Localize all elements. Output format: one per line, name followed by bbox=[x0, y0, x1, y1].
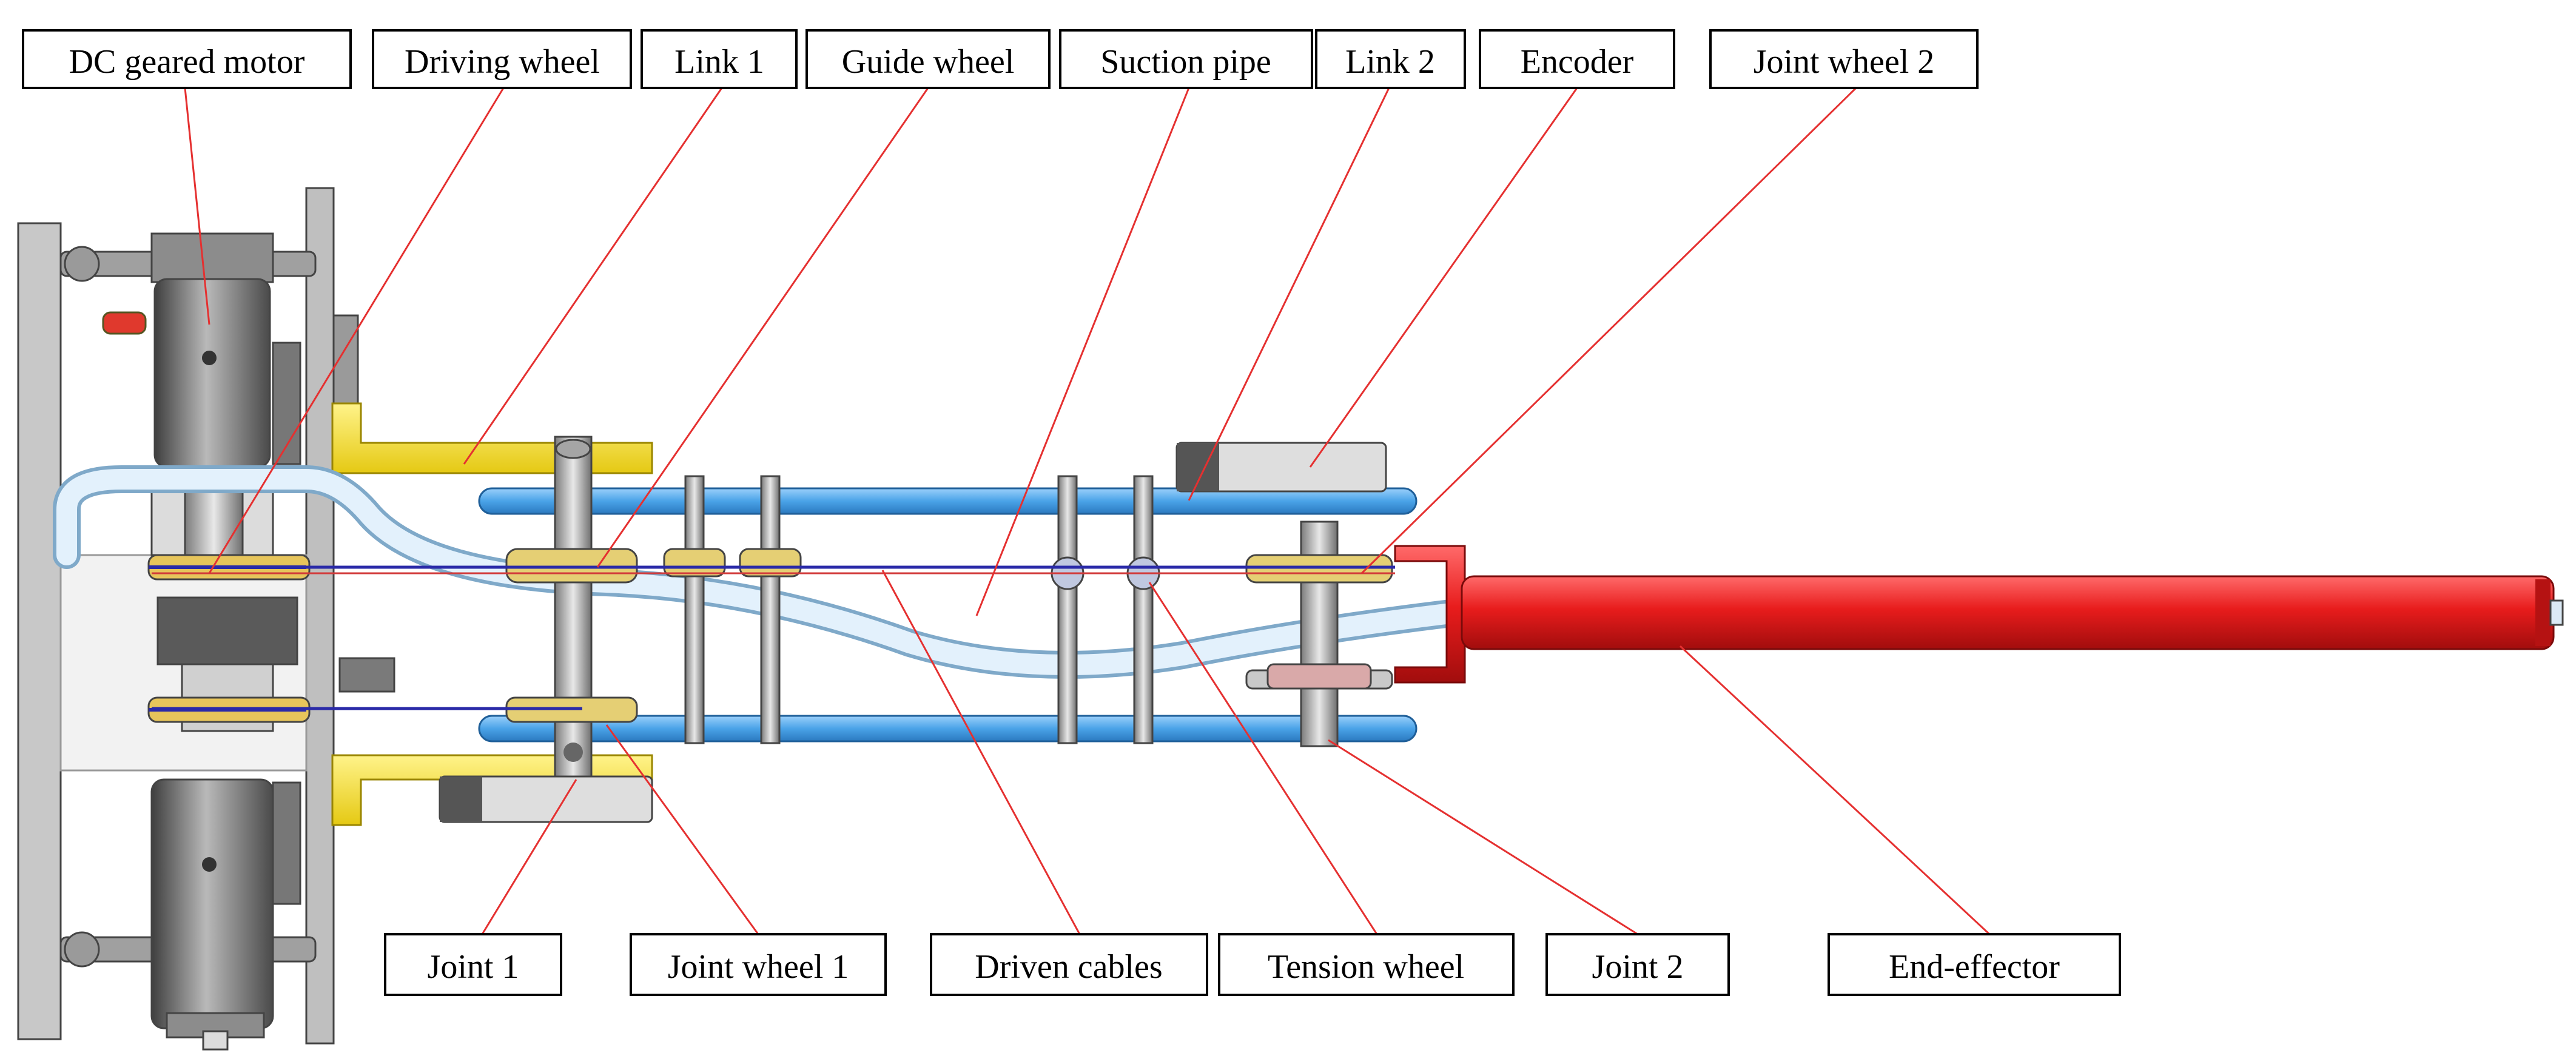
callout-joint-wheel-2: Joint wheel 2 bbox=[1709, 29, 1979, 89]
callout-label-joint-wheel-2: Joint wheel 2 bbox=[1754, 43, 1935, 81]
suction-pipe bbox=[53, 465, 2034, 679]
end-effector bbox=[1394, 545, 2564, 684]
leader-guide-wheel bbox=[596, 87, 929, 568]
driven-cables bbox=[152, 565, 1395, 710]
callouts-top: DC geared motor Driving wheel Link 1 Gui… bbox=[22, 29, 1979, 89]
yellow-brackets bbox=[331, 402, 653, 826]
leader-lines bbox=[184, 87, 1991, 935]
joint-2-assembly bbox=[1245, 520, 1393, 747]
leader-link1 bbox=[463, 87, 723, 465]
callout-label-joint-1: Joint 1 bbox=[428, 948, 519, 986]
callout-label-encoder: Encoder bbox=[1521, 43, 1634, 81]
callout-guide-wheel: Guide wheel bbox=[805, 29, 1051, 89]
callout-label-end-effector: End-effector bbox=[1889, 948, 2060, 986]
dc-geared-motor-bottom bbox=[150, 778, 301, 1051]
callout-end-effector: End-effector bbox=[1828, 933, 2121, 996]
callout-label-suction-pipe: Suction pipe bbox=[1100, 43, 1271, 81]
callout-joint-wheel-1: Joint wheel 1 bbox=[630, 933, 887, 996]
callout-link-2: Link 2 bbox=[1315, 29, 1466, 89]
callout-suction-pipe: Suction pipe bbox=[1059, 29, 1313, 89]
leader-tension-wheel bbox=[1148, 582, 1378, 935]
callout-joint-1: Joint 1 bbox=[384, 933, 562, 996]
leader-driven-cables bbox=[881, 570, 1081, 935]
callout-label-link-2: Link 2 bbox=[1345, 43, 1435, 81]
leader-link2 bbox=[1188, 87, 1390, 501]
callout-label-tension-wheel: Tension wheel bbox=[1268, 948, 1464, 986]
callout-label-dc-geared-motor: DC geared motor bbox=[69, 43, 305, 81]
encoders bbox=[439, 442, 1387, 823]
callouts-bottom: Joint 1 Joint wheel 1 Driven cables Tens… bbox=[384, 933, 2121, 996]
leader-motor bbox=[184, 87, 210, 325]
callout-driving-wheel: Driving wheel bbox=[372, 29, 632, 89]
dc-geared-motor-top bbox=[150, 232, 301, 556]
leader-end-effector bbox=[1679, 645, 1991, 935]
leader-joint2 bbox=[1328, 739, 1638, 935]
leader-joint1 bbox=[481, 779, 577, 935]
leader-driving-wheel bbox=[208, 87, 505, 574]
leader-encoder bbox=[1309, 87, 1578, 468]
leader-joint-wheel1 bbox=[605, 724, 759, 935]
callout-driven-cables: Driven cables bbox=[930, 933, 1208, 996]
callout-joint-2: Joint 2 bbox=[1545, 933, 1730, 996]
callout-label-link-1: Link 1 bbox=[674, 43, 764, 81]
callout-label-driven-cables: Driven cables bbox=[975, 948, 1162, 986]
callout-dc-geared-motor: DC geared motor bbox=[22, 29, 352, 89]
mechanism-illustration bbox=[17, 187, 2564, 1051]
intermediate-shafts bbox=[663, 475, 1160, 744]
callout-label-joint-2: Joint 2 bbox=[1592, 948, 1684, 986]
callout-link-1: Link 1 bbox=[641, 29, 798, 89]
leader-joint-wheel2 bbox=[1360, 87, 1857, 574]
callout-encoder: Encoder bbox=[1479, 29, 1675, 89]
callout-label-driving-wheel: Driving wheel bbox=[405, 43, 600, 81]
callout-label-guide-wheel: Guide wheel bbox=[842, 43, 1015, 81]
leader-suction-pipe bbox=[975, 87, 1190, 616]
link-1-bars bbox=[478, 487, 1417, 743]
callout-tension-wheel: Tension wheel bbox=[1218, 933, 1515, 996]
callout-label-joint-wheel-1: Joint wheel 1 bbox=[668, 948, 849, 986]
